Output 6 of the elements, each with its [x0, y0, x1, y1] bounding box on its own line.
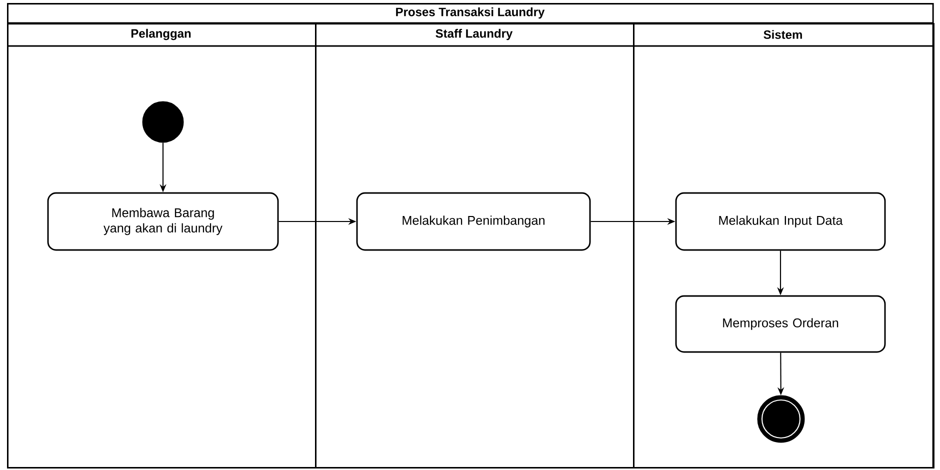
- action-box: Melakukan Penimbangan: [356, 192, 591, 251]
- start-node: [142, 101, 184, 143]
- action-box: Memproses Orderan: [675, 295, 886, 353]
- action-box: Melakukan Input Data: [675, 192, 886, 251]
- end-node: [757, 395, 805, 443]
- action-box: Membawa Barang yang akan di laundry: [47, 192, 279, 251]
